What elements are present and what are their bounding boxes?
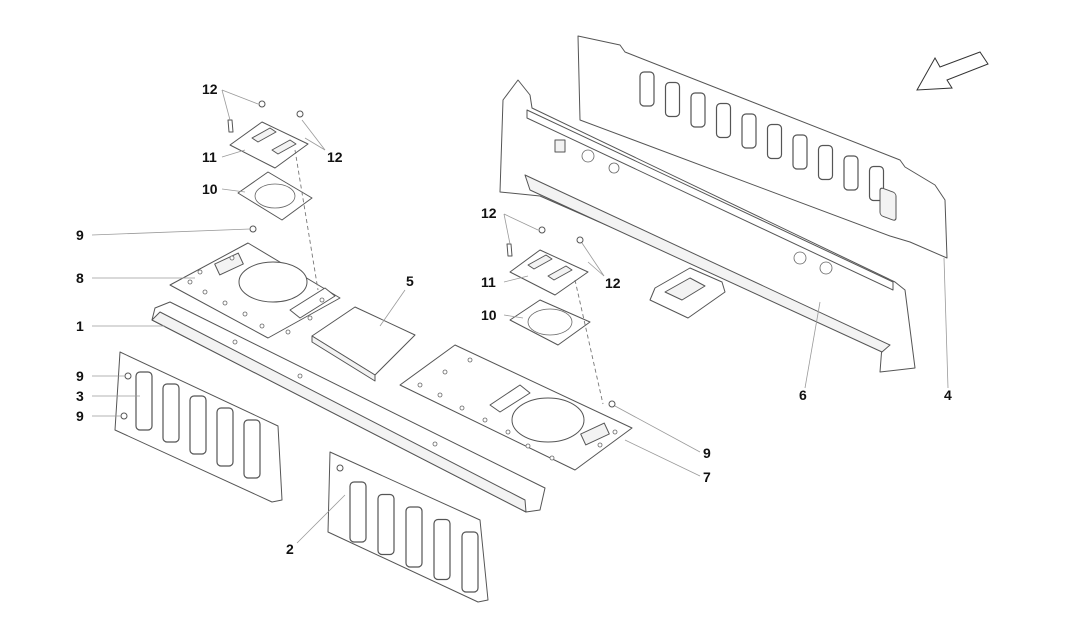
callout-12-mid-right: 12 bbox=[605, 275, 621, 291]
part-11-bracket-left bbox=[229, 121, 309, 169]
mounting-hole bbox=[442, 369, 448, 375]
slot-opening bbox=[135, 371, 153, 431]
mounting-hole bbox=[525, 443, 531, 449]
callout-5: 5 bbox=[406, 273, 414, 289]
callout-11-right: 11 bbox=[481, 274, 496, 290]
slot-opening bbox=[349, 481, 367, 543]
callout-9-top: 9 bbox=[76, 227, 84, 243]
slot-opening bbox=[817, 144, 834, 181]
callout-12-top-right: 12 bbox=[327, 149, 343, 165]
part-10-gasket-right bbox=[509, 299, 591, 346]
callout-12-mid-left: 12 bbox=[481, 205, 497, 221]
callout-labels: 12 12 11 10 9 8 1 5 9 3 9 2 12 12 11 10 … bbox=[76, 81, 952, 557]
slot-opening bbox=[843, 155, 859, 191]
slot-opening bbox=[377, 493, 395, 556]
callout-2: 2 bbox=[286, 541, 294, 557]
screws bbox=[120, 100, 616, 472]
mounting-hole bbox=[307, 315, 313, 321]
callout-7: 7 bbox=[703, 469, 711, 485]
mounting-hole bbox=[285, 329, 291, 335]
part-3-left-slotted-panel bbox=[114, 351, 283, 503]
part-2-center-slotted-panel bbox=[327, 451, 489, 603]
slot-opening bbox=[461, 531, 479, 593]
slot-opening bbox=[664, 81, 681, 118]
slot-opening bbox=[433, 518, 451, 581]
mounting-hole bbox=[417, 382, 423, 388]
mounting-hole bbox=[242, 311, 248, 317]
mounting-hole bbox=[222, 300, 228, 306]
mounting-hole bbox=[482, 417, 488, 423]
slot-opening bbox=[162, 383, 180, 443]
slot-opening bbox=[766, 123, 783, 160]
callout-3: 3 bbox=[76, 388, 84, 404]
mounting-hole bbox=[229, 255, 235, 261]
slot-opening bbox=[715, 102, 732, 139]
part-5-cover-plate bbox=[311, 306, 416, 382]
part-11-bracket-right bbox=[509, 249, 589, 296]
mounting-hole bbox=[259, 323, 265, 329]
slot-opening bbox=[639, 71, 655, 107]
slot-opening bbox=[741, 113, 757, 149]
slot-opening bbox=[243, 419, 261, 479]
slot-opening bbox=[189, 395, 207, 455]
mounting-hole bbox=[459, 405, 465, 411]
callout-4: 4 bbox=[944, 387, 952, 403]
callout-9-left-lower: 9 bbox=[76, 408, 84, 424]
mounting-hole bbox=[319, 297, 325, 303]
slot-opening bbox=[690, 92, 706, 128]
direction-arrow-icon bbox=[916, 51, 989, 91]
mounting-hole bbox=[437, 392, 443, 398]
callout-10-right: 10 bbox=[481, 307, 497, 323]
slot-opening bbox=[792, 134, 808, 170]
callout-1: 1 bbox=[76, 318, 84, 334]
part-8-left-plate bbox=[169, 242, 341, 339]
mounting-hole bbox=[597, 442, 603, 448]
mounting-hole bbox=[197, 269, 203, 275]
mounting-hole bbox=[202, 289, 208, 295]
callout-12-top-left: 12 bbox=[202, 81, 218, 97]
slot-opening bbox=[405, 506, 423, 568]
part-1-long-beam bbox=[151, 301, 546, 513]
mounting-hole bbox=[549, 455, 555, 461]
part-7-right-plate bbox=[399, 344, 633, 471]
mounting-hole bbox=[467, 357, 473, 363]
callout-9-left-upper: 9 bbox=[76, 368, 84, 384]
callout-10-left: 10 bbox=[202, 181, 218, 197]
leader-lines bbox=[91, 89, 949, 544]
mounting-hole bbox=[612, 429, 618, 435]
mounting-hole bbox=[187, 279, 193, 285]
part-4-rear-panel bbox=[577, 35, 948, 259]
mounting-hole bbox=[505, 429, 511, 435]
callout-8: 8 bbox=[76, 270, 84, 286]
callout-6: 6 bbox=[799, 387, 807, 403]
slot-opening bbox=[216, 407, 234, 467]
callout-9-right: 9 bbox=[703, 445, 711, 461]
callout-11-left: 11 bbox=[202, 149, 217, 165]
part-10-gasket-left bbox=[237, 171, 313, 221]
part-6-cross-member bbox=[499, 79, 916, 373]
